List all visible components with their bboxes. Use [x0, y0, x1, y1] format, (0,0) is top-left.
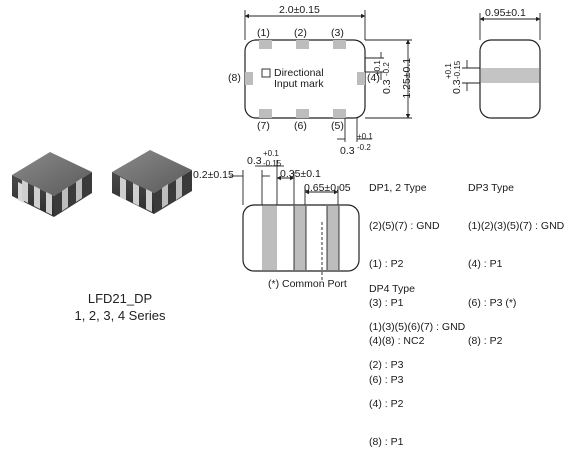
input-mark-label: Input mark — [274, 78, 324, 90]
legend-dp4-line: (2) : P3 — [369, 359, 404, 372]
bottom-pad-width-dim: 0.3 — [340, 145, 355, 157]
legend-dp12-line: (3) : P1 — [369, 296, 404, 309]
legend-dp3-line: (8) : P2 — [468, 335, 503, 348]
legend-dp3-line: (6) : P3 (*) — [468, 296, 517, 309]
legend-dp4-title: DP4 Type — [369, 282, 415, 295]
chip-photo-right — [112, 150, 192, 214]
top-view-pads — [245, 40, 365, 118]
chip-photos — [12, 150, 192, 217]
directional-mark — [261, 68, 271, 78]
side-view-band — [481, 68, 539, 83]
legend-dp4: DP4 Type (1)(3)(5)(6)(7) : GND (2) : P3 … — [369, 257, 465, 462]
legend-dp3-line: (4) : P1 — [468, 258, 503, 271]
top-width-dim: 2.0±0.15 — [279, 4, 320, 16]
bottom-electrode-tol-plus: +0.1 — [263, 149, 279, 158]
side-band-dim: 0.3 +0.1 -0.15 — [444, 60, 463, 94]
bottom-electrode-tol-minus: -0.15 — [263, 159, 282, 168]
bottom-pad-width-tol-plus: +0.1 — [357, 132, 373, 141]
legend-dp4-line: (1)(3)(5)(6)(7) : GND — [369, 320, 466, 333]
pin-label-1: (1) — [257, 27, 270, 39]
pin-label-5: (5) — [331, 120, 344, 132]
legend-dp12-line: (2)(5)(7) : GND — [369, 219, 440, 232]
legend-dp3-line: (1)(2)(3)(5)(7) : GND — [468, 219, 565, 232]
legend-dp4-line: (8) : P1 — [369, 436, 404, 449]
directional-mark-label: Directional — [274, 67, 324, 79]
pin-label-8: (8) — [228, 72, 241, 84]
bottom-pad-width-tol-minus: -0.2 — [357, 143, 371, 152]
bottom-edge-dim: 0.2±0.15 — [193, 169, 234, 181]
product-name: LFD21_DP — [87, 291, 153, 306]
dimension-drawing — [230, 10, 541, 282]
legend-dp3: DP3 Type (1)(2)(3)(5)(7) : GND (4) : P1 … — [468, 156, 564, 361]
chip-photo-left — [12, 152, 92, 217]
bottom-pitch-dim: 0.65±0.05 — [304, 182, 351, 194]
common-port-note: (*) Common Port — [268, 278, 347, 290]
bottom-electrode-dim: 0.3 — [247, 155, 262, 167]
pin-label-3: (3) — [331, 27, 344, 39]
pin-label-4: (4) — [367, 72, 380, 84]
pin-label-6: (6) — [294, 120, 307, 132]
product-series: 1, 2, 3, 4 Series — [74, 308, 166, 323]
legend-dp12-title: DP1, 2 Type — [369, 181, 427, 194]
top-pad-height-dim: 0.3 +0.1 -0.2 — [373, 60, 393, 94]
legend-dp3-title: DP3 Type — [468, 181, 514, 194]
bottom-gap-dim: 0.35±0.1 — [280, 168, 321, 180]
pin-label-7: (7) — [257, 120, 270, 132]
top-height-dim: 1.25±0.1 — [401, 57, 414, 99]
pin-label-2: (2) — [294, 27, 307, 39]
legend-dp4-line: (4) : P2 — [369, 397, 404, 410]
side-width-dim: 0.95±0.1 — [485, 7, 526, 19]
legend-dp12-line: (1) : P2 — [369, 258, 404, 271]
bottom-view-electrodes — [262, 206, 339, 270]
